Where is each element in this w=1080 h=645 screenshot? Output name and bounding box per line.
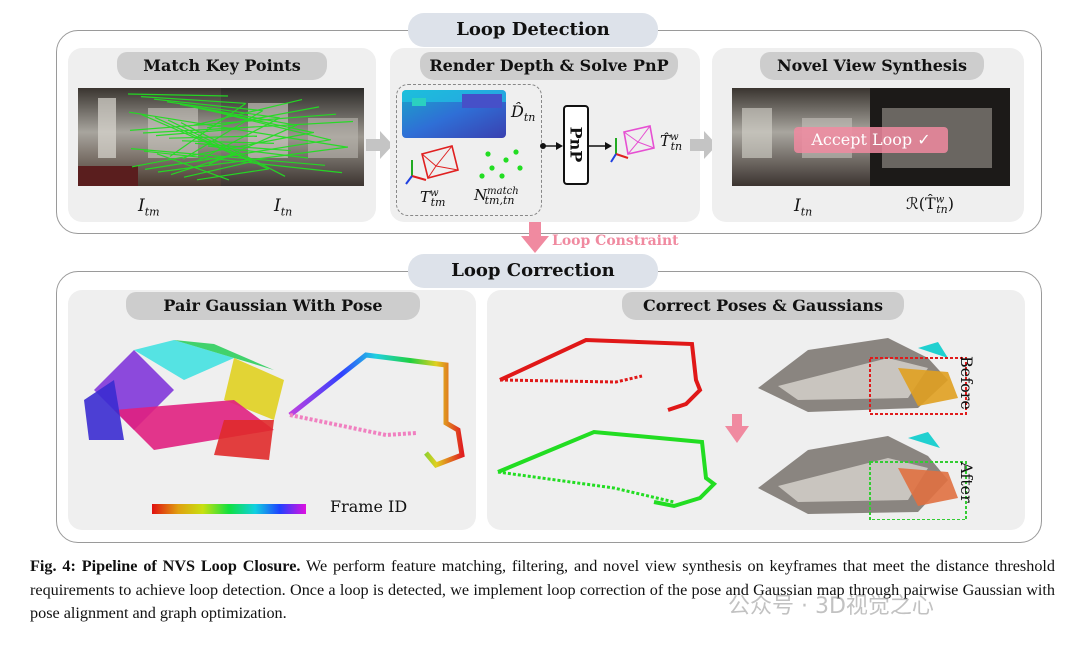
watermark: 公众号 · 3D视觉之心 bbox=[728, 594, 934, 619]
caption-text: We perform feature matching, filtering, … bbox=[30, 557, 1055, 622]
match-line bbox=[144, 139, 332, 170]
match-line bbox=[157, 146, 349, 173]
match-line bbox=[182, 109, 264, 160]
label-depth: D̂tn bbox=[511, 102, 536, 125]
accept-loop-badge: Accept Loop ✓ bbox=[794, 127, 948, 153]
nvs-title: Novel View Synthesis bbox=[760, 52, 984, 80]
match-line bbox=[143, 150, 343, 174]
flow-arrow-to-pnp bbox=[540, 142, 563, 150]
match-line bbox=[142, 120, 354, 134]
rendered-depth-image bbox=[402, 90, 506, 138]
camera-pose-icon bbox=[405, 145, 459, 185]
correct-poses-title: Correct Poses & Gaussians bbox=[622, 292, 904, 320]
correction-arrow-pink bbox=[725, 414, 749, 443]
gray-arrow-1 bbox=[366, 131, 393, 159]
loop-detection-title: Loop Detection bbox=[408, 13, 658, 47]
caption-title: Fig. 4: Pipeline of NVS Loop Closure. bbox=[30, 557, 301, 575]
match-line bbox=[195, 117, 281, 163]
match-line bbox=[169, 102, 247, 157]
before-label: Before bbox=[957, 356, 976, 410]
match-line bbox=[155, 128, 241, 137]
pose-trajectory-colored bbox=[288, 352, 465, 468]
label-match-count: Nmatchtm,tn bbox=[474, 186, 519, 207]
match-keypoints-title: Match Key Points bbox=[117, 52, 327, 80]
dashed-input-box bbox=[396, 84, 542, 216]
match-line bbox=[183, 161, 253, 178]
gaussian-map-after bbox=[758, 432, 967, 520]
match-points-icon bbox=[479, 149, 523, 179]
match-line bbox=[196, 168, 270, 181]
frame-id-colorbar bbox=[152, 504, 306, 514]
after-label: After bbox=[957, 462, 976, 503]
loop-constraint-arrow bbox=[521, 222, 549, 253]
loop-correction-title: Loop Correction bbox=[408, 254, 658, 288]
match-line bbox=[194, 142, 292, 152]
match-line bbox=[206, 106, 320, 129]
label-pose-tm: Twtm bbox=[420, 188, 446, 209]
pnp-label: PnP bbox=[566, 126, 586, 163]
pnp-solver-box: PnP bbox=[563, 105, 589, 185]
pair-gaussian-title: Pair Gaussian With Pose bbox=[126, 292, 420, 320]
match-line bbox=[166, 101, 280, 119]
label-nvs-i-tn: Itn bbox=[794, 196, 813, 219]
render-depth-title: Render Depth & Solve PnP bbox=[420, 52, 678, 80]
match-line bbox=[140, 96, 246, 104]
frame-id-label: Frame ID bbox=[330, 497, 408, 516]
label-i-tn: Itn bbox=[274, 196, 293, 219]
match-line bbox=[127, 93, 229, 97]
trajectory-after bbox=[497, 429, 718, 509]
match-line bbox=[167, 119, 269, 170]
flow-arrow-from-pnp bbox=[587, 142, 612, 150]
gray-arrow-2 bbox=[690, 131, 717, 159]
figure-caption: Fig. 4: Pipeline of NVS Loop Closure. We… bbox=[30, 555, 1055, 626]
gaussian-map-colored bbox=[84, 340, 284, 460]
match-line bbox=[170, 153, 236, 176]
match-line bbox=[207, 145, 309, 159]
trajectory-before bbox=[499, 337, 703, 412]
keypoint-match-image bbox=[78, 88, 364, 186]
match-line bbox=[168, 135, 258, 139]
gaussian-map-before bbox=[758, 338, 967, 415]
match-line bbox=[128, 111, 348, 148]
label-estimated-pose: T̂wtn bbox=[660, 132, 683, 153]
match-line bbox=[131, 131, 315, 168]
loop-constraint-label: Loop Constraint bbox=[552, 233, 679, 249]
match-line bbox=[193, 99, 303, 126]
match-line bbox=[129, 113, 337, 131]
estimated-pose-icon bbox=[610, 125, 655, 163]
match-line bbox=[153, 98, 263, 112]
label-i-tm: Itm bbox=[138, 196, 160, 219]
label-rendered-view: ℛ(T̂wtn) bbox=[906, 194, 955, 217]
